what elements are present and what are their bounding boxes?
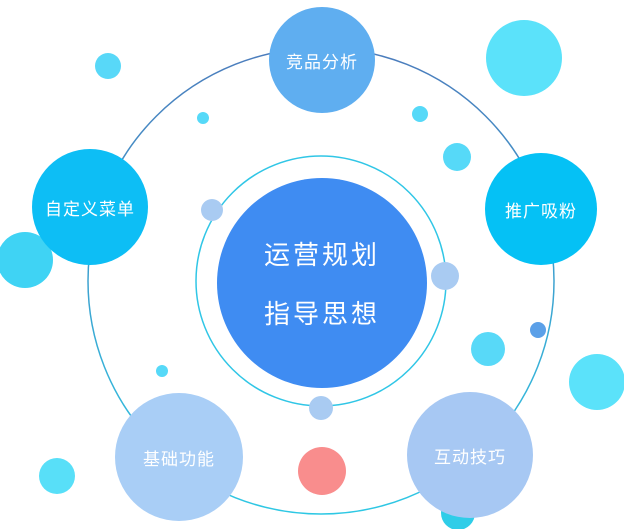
- mid-right-cyan-circle: [471, 332, 505, 366]
- node-center-operations-planning: 运营规划 指导思想: [217, 178, 427, 388]
- node-label: 互动技巧: [434, 447, 506, 467]
- upper-cyan-dot-small: [412, 106, 428, 122]
- ring-dot-upper-left: [201, 199, 223, 221]
- top-right-cyan-circle: [486, 20, 562, 96]
- upper-cyan-dot-medium: [443, 143, 471, 171]
- ring-dot-bottom: [309, 396, 333, 420]
- node-label: 推广吸粉: [505, 201, 577, 221]
- mid-right-blue-dot: [530, 322, 546, 338]
- node-basic-functions: 基础功能: [115, 393, 243, 521]
- red-circle: [298, 447, 346, 495]
- node-promotion-fans: 推广吸粉: [485, 153, 597, 265]
- ring-dot-right: [431, 262, 459, 290]
- node-competitor-analysis: 竞品分析: [269, 7, 375, 113]
- node-label: 基础功能: [143, 449, 215, 469]
- upper-left-cyan-dot-tiny: [197, 112, 209, 124]
- center-title-line1: 运营规划: [263, 240, 380, 270]
- node-interaction-skills: 互动技巧: [407, 392, 533, 518]
- node-label: 自定义菜单: [45, 199, 135, 219]
- node-label: 竞品分析: [286, 52, 358, 72]
- right-edge-cyan-circle: [569, 354, 624, 410]
- bottom-left-cyan-circle: [39, 458, 75, 494]
- top-left-cyan-dot: [95, 53, 121, 79]
- center-title-line2: 指导思想: [263, 299, 380, 329]
- lower-left-cyan-dot-tiny: [156, 365, 168, 377]
- node-custom-menu: 自定义菜单: [32, 149, 148, 265]
